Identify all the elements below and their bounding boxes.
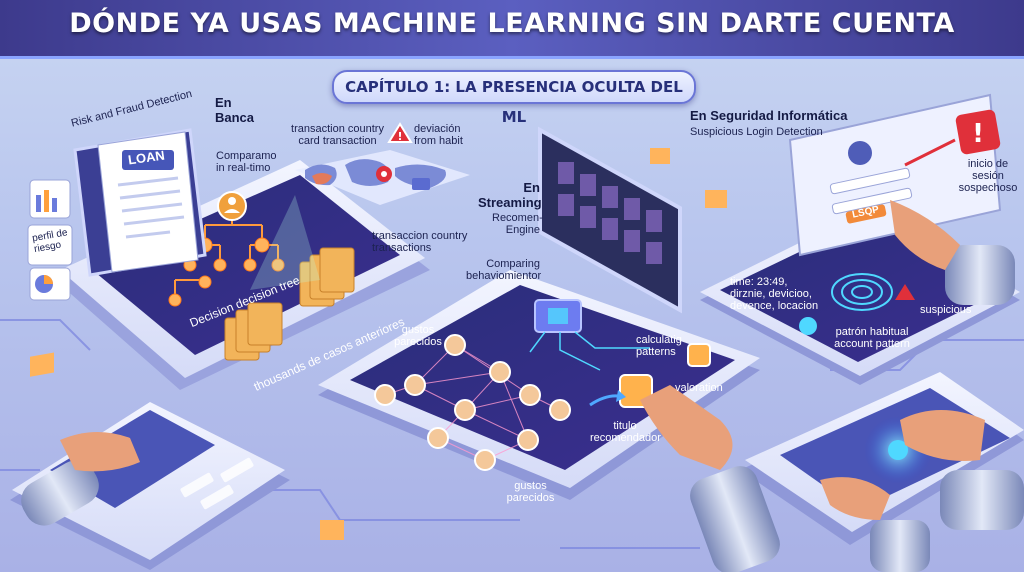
page-title: DÓNDE YA USAS MACHINE LEARNING SIN DARTE… [69,8,955,39]
suspicious-label: suspicious [920,304,972,316]
gustos-parecidos-bottom-label: gustos parecidos [506,480,555,504]
titulo-recomendador-label: titulo recomendador [590,420,661,444]
recommendation-engine-label: Recomen- Engine [492,212,543,236]
login-window [788,93,1002,257]
banca-heading: En Banca [215,95,255,125]
streaming-heading: En Streaming [478,180,542,210]
title-banner [0,0,1024,59]
transaccion-label: transaccion country transactions [372,230,468,254]
robot-hands [21,200,1024,572]
patron-habitual-label: patrón habitual account pattern [834,326,910,350]
svg-text:!: ! [972,119,984,149]
svg-text:!: ! [397,130,402,143]
transaction-country-label: transaction country card transaction [291,123,384,147]
valoration-label: valoration [675,382,723,394]
chapter-title: CAPÍTULO 1: LA PRESENCIA OCULTA DEL ML [345,78,683,126]
gustos-parecidos-top-label: gustos parecidos [394,324,442,348]
suspicious-login-label: Suspicious Login Detection [690,126,823,138]
time-device-info: time: 23:49, dirznie, devicioo, devence,… [730,276,819,312]
side-cards [27,179,73,301]
calculating-patterns-label: calculatig patterns [636,334,682,358]
banca-compara-label: Comparamo in real-timo [216,150,277,174]
loan-document [97,131,199,273]
deviacion-label: deviación from habit [414,123,463,147]
streaming-monitor [538,126,682,314]
comparing-behavior-label: Comparing behaviomientor [466,258,542,282]
glow-cubes [30,148,727,540]
seguridad-heading: En Seguridad Informática [690,108,848,123]
inicio-sesion-label: inicio de sesión sospechoso [958,158,1018,194]
banca-pad [27,128,430,390]
world-map [250,150,470,290]
streaming-pad [318,270,760,500]
chapter-pill: CAPÍTULO 1: LA PRESENCIA OCULTA DEL ML [332,70,696,126]
